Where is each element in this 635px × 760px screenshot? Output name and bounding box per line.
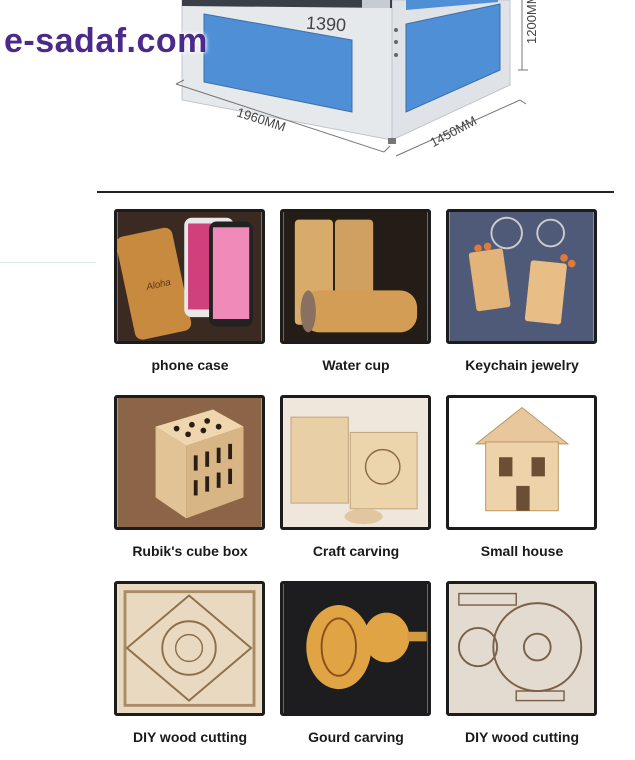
product-label: Gourd carving [308, 729, 404, 745]
product-tile: Rubik's cube box [110, 391, 276, 571]
wood-cutting-photo-2 [446, 581, 597, 716]
product-tile: Water cup [276, 205, 442, 385]
product-label: Craft carving [312, 543, 400, 559]
product-tile: Craft carving [276, 391, 442, 571]
section-divider [97, 191, 614, 193]
height-dimension: 1200MM [524, 0, 539, 44]
product-label: phone case [151, 357, 229, 373]
product-label: DIY wood cutting [464, 729, 580, 745]
water-cup-photo [280, 209, 431, 344]
wood-cutting-photo [114, 581, 265, 716]
product-tile: Small house [442, 391, 608, 571]
cube-box-photo [114, 395, 265, 530]
product-label: DIY wood cutting [132, 729, 248, 745]
machine-model-label: 1390 [305, 12, 347, 36]
product-tile: DIY wood cutting [442, 577, 608, 757]
product-tile: Aloha phone case [110, 205, 276, 385]
machine-illustration: e-sadaf.com 1390 1960MM 1450MM 1200MM [0, 0, 635, 190]
keychain-photo [446, 209, 597, 344]
product-tile: Gourd carving [276, 577, 442, 757]
svg-text:Aloha: Aloha [145, 277, 172, 293]
product-label: Small house [480, 543, 564, 559]
decorative-line [0, 262, 96, 263]
phone-case-photo: Aloha [114, 209, 265, 344]
craft-carving-photo [280, 395, 431, 530]
product-label: Water cup [322, 357, 390, 373]
product-tile: Keychain jewelry [442, 205, 608, 385]
site-logo[interactable]: e-sadaf.com [4, 22, 208, 60]
product-label: Rubik's cube box [132, 543, 248, 559]
product-tile: DIY wood cutting [110, 577, 276, 757]
laser-machine-drawing [175, 0, 528, 157]
sample-products-grid: Aloha phone case Water cup [110, 205, 610, 760]
product-label: Keychain jewelry [465, 357, 579, 373]
gourd-carving-photo [280, 581, 431, 716]
small-house-photo [446, 395, 597, 530]
